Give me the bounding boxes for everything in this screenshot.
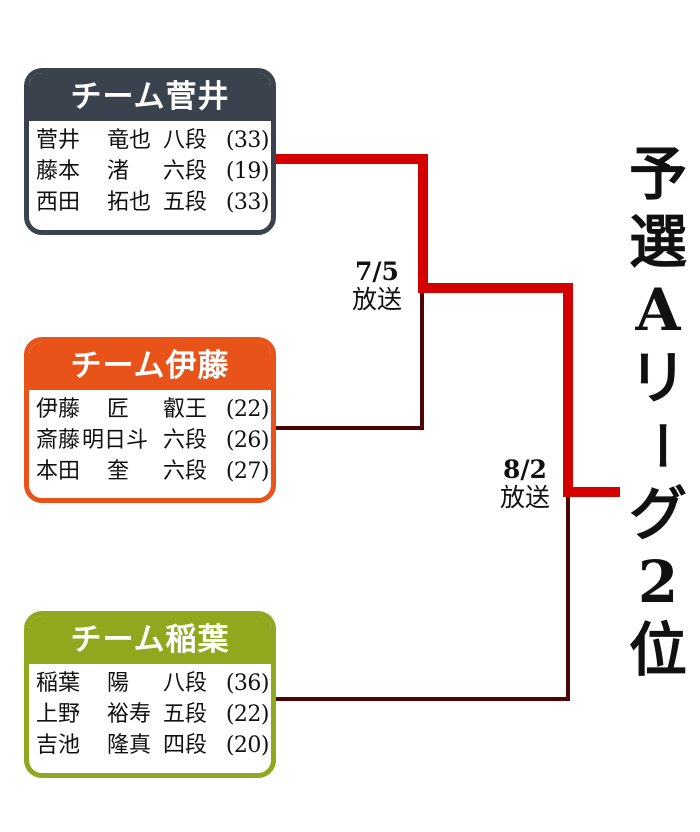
player-age: (36) xyxy=(225,671,270,696)
player-rank: 六段 xyxy=(162,428,207,453)
player-family-name: 伊藤 xyxy=(36,397,81,422)
result-char: 選 xyxy=(628,208,687,276)
match-broadcast-label: 放送 xyxy=(499,483,550,512)
player-age: (33) xyxy=(225,128,270,153)
team-card-ito: チーム伊藤 伊藤 匠 叡王 (22) 斎藤 明日斗 六段 (26) 本田 奎 六… xyxy=(24,337,276,503)
result-char: リ xyxy=(628,344,687,412)
player-age: (22) xyxy=(225,702,270,727)
result-char: グ xyxy=(628,480,687,548)
player-age: (26) xyxy=(225,428,270,453)
match-date: 8/2 xyxy=(503,455,547,484)
match-broadcast-label: 放送 xyxy=(351,285,402,314)
player-row: 上野 裕寿 五段 (22) xyxy=(36,699,271,730)
player-family-name: 藤本 xyxy=(36,159,81,184)
player-given-name: 竜也 xyxy=(107,128,152,153)
winner-line-match1-horizontal xyxy=(418,283,573,293)
player-rank: 五段 xyxy=(162,190,207,215)
player-rank: 叡王 xyxy=(162,397,207,422)
team-name: チーム稲葉 xyxy=(29,616,271,664)
player-age: (22) xyxy=(225,397,270,422)
player-family-name: 上野 xyxy=(36,702,81,727)
result-char: 位 xyxy=(628,616,687,684)
player-age: (33) xyxy=(225,190,270,215)
team-card-inaba: チーム稲葉 稲葉 陽 八段 (36) 上野 裕寿 五段 (22) 吉池 隆真 四… xyxy=(24,611,276,778)
result-char: ー xyxy=(628,420,689,472)
team-name: チーム伊藤 xyxy=(29,342,271,390)
bracket-line-inaba-horizontal xyxy=(276,697,570,701)
player-list: 稲葉 陽 八段 (36) 上野 裕寿 五段 (22) 吉池 隆真 四段 (20) xyxy=(29,664,271,761)
player-family-name: 本田 xyxy=(36,459,81,484)
player-age: (19) xyxy=(225,159,270,184)
player-rank: 八段 xyxy=(162,671,207,696)
team-card-sugai: チーム菅井 菅井 竜也 八段 (33) 藤本 渚 六段 (19) 西田 拓也 五… xyxy=(24,68,276,235)
player-row: 稲葉 陽 八段 (36) xyxy=(36,668,271,699)
result-char: A xyxy=(635,276,681,344)
winner-line-final-horizontal xyxy=(563,487,620,497)
result-char: 予 xyxy=(628,140,687,208)
player-given-name: 匠 xyxy=(107,397,130,422)
player-rank: 六段 xyxy=(162,159,207,184)
player-age: (27) xyxy=(225,459,270,484)
player-given-name: 明日斗 xyxy=(82,428,149,453)
result-text: 予 選 A リ ー グ 2 位 xyxy=(625,140,691,684)
player-row: 斎藤 明日斗 六段 (26) xyxy=(36,425,271,456)
match-label-2: 8/2 放送 xyxy=(485,456,565,512)
winner-line-match2-vertical xyxy=(563,283,573,497)
player-row: 西田 拓也 五段 (33) xyxy=(36,187,271,218)
player-rank: 五段 xyxy=(162,702,207,727)
winner-line-sugai-horizontal xyxy=(276,154,428,164)
player-row: 藤本 渚 六段 (19) xyxy=(36,156,271,187)
winner-line-match1-vertical xyxy=(418,154,428,293)
player-rank: 四段 xyxy=(162,733,207,758)
bracket-line-ito-vertical xyxy=(420,290,424,430)
result-char: 2 xyxy=(637,548,679,616)
player-row: 菅井 竜也 八段 (33) xyxy=(36,125,271,156)
match-label-1: 7/5 放送 xyxy=(337,258,417,314)
player-given-name: 奎 xyxy=(107,459,130,484)
player-given-name: 陽 xyxy=(107,671,130,696)
player-family-name: 稲葉 xyxy=(36,671,81,696)
player-row: 伊藤 匠 叡王 (22) xyxy=(36,394,271,425)
player-family-name: 吉池 xyxy=(36,733,81,758)
player-given-name: 渚 xyxy=(107,159,130,184)
player-given-name: 拓也 xyxy=(107,190,152,215)
player-list: 伊藤 匠 叡王 (22) 斎藤 明日斗 六段 (26) 本田 奎 六段 (27) xyxy=(29,390,271,487)
player-age: (20) xyxy=(225,733,270,758)
player-family-name: 菅井 xyxy=(36,128,81,153)
player-list: 菅井 竜也 八段 (33) 藤本 渚 六段 (19) 西田 拓也 五段 (33) xyxy=(29,121,271,218)
bracket-line-inaba-vertical xyxy=(566,495,570,701)
team-name: チーム菅井 xyxy=(29,73,271,121)
match-date: 7/5 xyxy=(355,257,399,286)
player-rank: 八段 xyxy=(162,128,207,153)
player-rank: 六段 xyxy=(162,459,207,484)
player-row: 本田 奎 六段 (27) xyxy=(36,456,271,487)
player-family-name: 斎藤 xyxy=(36,428,81,453)
bracket-line-ito-horizontal xyxy=(276,426,424,430)
player-family-name: 西田 xyxy=(36,190,81,215)
player-row: 吉池 隆真 四段 (20) xyxy=(36,730,271,761)
player-given-name: 隆真 xyxy=(107,733,152,758)
player-given-name: 裕寿 xyxy=(107,702,152,727)
